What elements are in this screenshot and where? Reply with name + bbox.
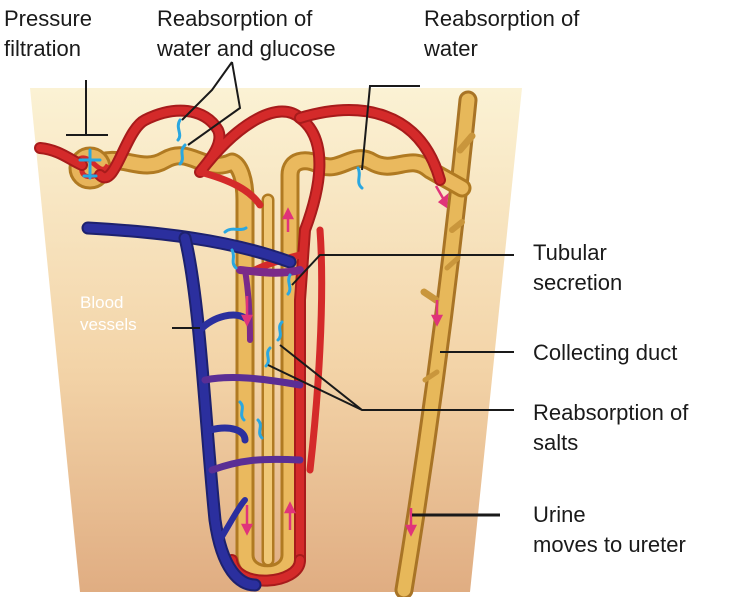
label-reabsorption-salts: Reabsorption of salts [533,398,688,458]
reabsorption-arrow-icon [288,275,290,294]
label-reabsorption-water-glucose: Reabsorption of water and glucose [157,4,336,64]
label-reabsorption-water: Reabsorption of water [424,4,579,64]
label-pressure-filtration: Pressure filtration [4,4,92,64]
label-collecting-duct: Collecting duct [533,338,677,368]
label-tubular-secretion: Tubular secretion [533,238,622,298]
reabsorption-arrow-icon [178,120,180,140]
label-blood-vessels: Blood vessels [80,292,137,336]
label-urine-moves: Urine moves to ureter [533,500,686,560]
